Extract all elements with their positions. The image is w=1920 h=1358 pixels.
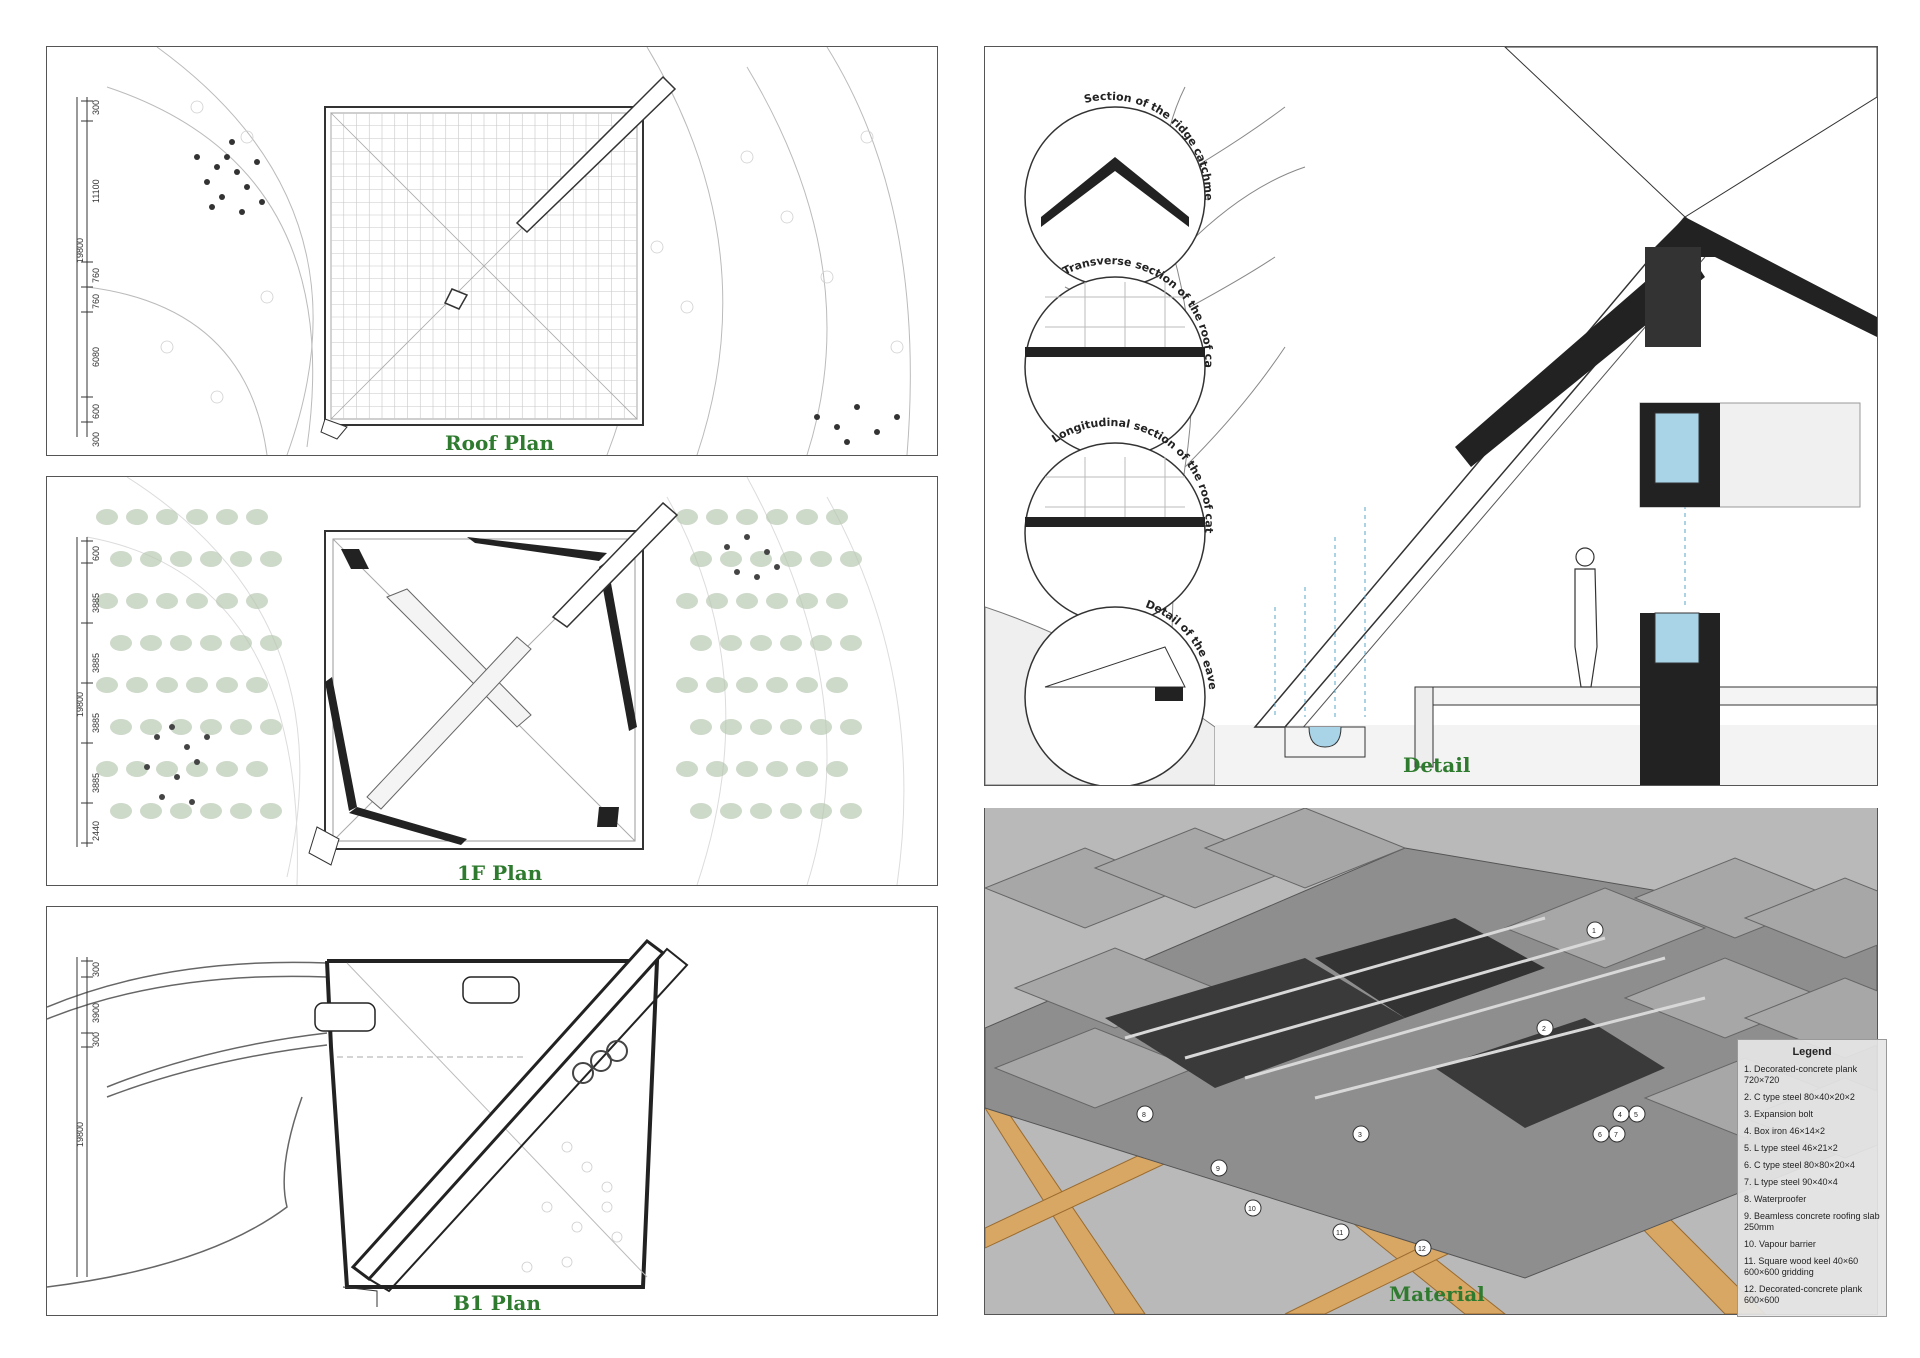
marker: 3 xyxy=(1358,1132,1362,1139)
legend-list: 1. Decorated-concrete plank 720×720 2. C … xyxy=(1738,1064,1886,1306)
roof-plan-panel: 19800 300 11100 760 760 6080 600 300 Roo… xyxy=(46,46,938,456)
roof-total-dim: 19800 xyxy=(75,237,85,263)
marker: 1 xyxy=(1592,928,1596,935)
legend-item: 2. C type steel 80×40×20×2 xyxy=(1744,1092,1855,1102)
f1-dim: 2440 xyxy=(91,820,101,841)
1f-plan-drawing xyxy=(76,477,905,885)
roof-dim: 760 xyxy=(91,267,101,283)
roof-dim: 760 xyxy=(91,293,101,309)
legend-item: 1. Decorated-concrete plank 720×720 xyxy=(1744,1064,1858,1085)
marker: 12 xyxy=(1418,1246,1426,1253)
legend-title: Legend xyxy=(1792,1046,1832,1058)
1f-plan-panel: 19800 600 3885 3885 3885 3885 2440 1F Pl… xyxy=(46,476,938,886)
marker: 2 xyxy=(1542,1026,1546,1033)
roof-plan-title: Roof Plan xyxy=(445,431,555,455)
b1-plan-panel: 19800 300 3900 300 B1 Plan xyxy=(46,906,938,1316)
legend-item: 6. C type steel 80×80×20×4 xyxy=(1744,1160,1855,1170)
detail-panel: Section of the ridge catchment Transvers… xyxy=(984,46,1878,786)
f1-dim: 600 xyxy=(91,545,101,561)
detail-title: Detail xyxy=(1403,753,1471,777)
f1-dim: 3885 xyxy=(91,772,101,793)
b1-dim: 3900 xyxy=(91,1002,101,1023)
f1-dim: 3885 xyxy=(91,712,101,733)
roof-dim: 11100 xyxy=(91,179,101,203)
marker: 4 xyxy=(1618,1112,1622,1119)
b1-plan-title: B1 Plan xyxy=(453,1291,541,1315)
material-drawing: 1 2 3 4 5 6 7 8 9 10 11 12 xyxy=(985,808,1877,1314)
1f-plan-title: 1F Plan xyxy=(457,861,543,885)
legend-item: 8. Waterproofer xyxy=(1744,1194,1807,1204)
legend-item: 9. Beamless concrete roofing slab 250mm xyxy=(1744,1211,1880,1232)
roof-dim: 300 xyxy=(91,431,101,447)
legend-box: Legend 1. Decorated-concrete plank 720×7… xyxy=(1737,1039,1887,1317)
marker: 8 xyxy=(1142,1112,1146,1119)
b1-plan-drawing xyxy=(47,938,689,1307)
marker: 6 xyxy=(1598,1132,1602,1139)
f1-dim: 3885 xyxy=(91,592,101,613)
marker: 10 xyxy=(1248,1206,1256,1213)
legend-item: 11. Square wood keel 40×60 600×600 gridd… xyxy=(1744,1256,1859,1277)
b1-dim: 300 xyxy=(91,961,101,977)
legend-item: 12. Decorated-concrete plank 600×600 xyxy=(1744,1284,1863,1305)
marker: 11 xyxy=(1336,1230,1343,1237)
legend-item: 7. L type steel 90×40×4 xyxy=(1744,1177,1838,1187)
f1-dim: 3885 xyxy=(91,652,101,673)
legend-item: 4. Box iron 46×14×2 xyxy=(1744,1126,1826,1136)
marker: 9 xyxy=(1216,1166,1220,1173)
legend-item: 3. Expansion bolt xyxy=(1744,1109,1814,1119)
material-title: Material xyxy=(1389,1282,1485,1306)
roof-dim: 6080 xyxy=(91,346,101,367)
b1-dim: 300 xyxy=(91,1031,101,1047)
legend-item: 5. L type steel 46×21×2 xyxy=(1744,1143,1838,1153)
roof-plan-drawing xyxy=(76,47,911,455)
b1-total-dim: 19800 xyxy=(75,1121,85,1147)
roof-dim: 600 xyxy=(91,403,101,419)
marker: 7 xyxy=(1614,1132,1618,1139)
legend-item: 10. Vapour barrier xyxy=(1744,1239,1816,1249)
f1-total-dim: 19800 xyxy=(75,691,85,717)
marker: 5 xyxy=(1634,1112,1638,1119)
detail-drawing: Section of the ridge catchment Transvers… xyxy=(985,47,1877,785)
material-panel: 1 2 3 4 5 6 7 8 9 10 11 12 Material xyxy=(984,808,1878,1315)
roof-dim: 300 xyxy=(91,99,101,115)
